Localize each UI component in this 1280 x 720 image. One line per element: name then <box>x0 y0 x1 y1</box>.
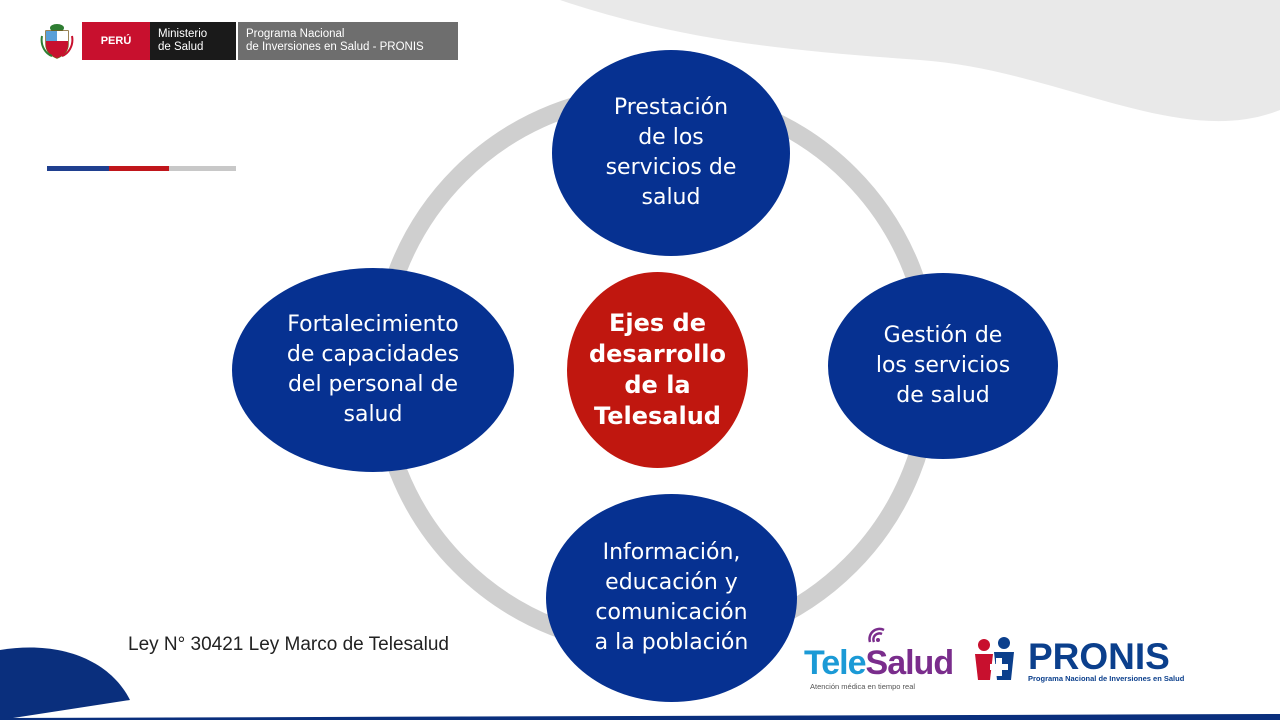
header-logos: PERÚ Ministerio de Salud Programa Nacion… <box>40 22 458 60</box>
people-icon <box>975 637 1014 680</box>
peru-label: PERÚ <box>82 22 150 60</box>
pronis-logo: PRONIS Programa Nacional de Inversiones … <box>972 636 1232 686</box>
bottom-node: Información, educación y comunicación a … <box>546 494 797 702</box>
ministry-line-2: de Salud <box>158 41 204 53</box>
pronis-wordmark: PRONIS <box>1028 636 1170 677</box>
top-node: Prestación de los servicios de salud <box>552 50 790 256</box>
accent-bar-red <box>109 166 169 171</box>
bottom-node-label: Información, educación y comunicación a … <box>594 540 749 655</box>
telesalud-wordmark: TeleSalud <box>804 644 955 683</box>
telesalud-word-b: Salud <box>865 644 955 682</box>
pronis-tagline: Programa Nacional de Inversiones en Salu… <box>1028 674 1185 683</box>
ministry-line-1: Ministerio <box>158 28 208 40</box>
signal-icon <box>868 627 885 643</box>
right-node-label: Gestión de los servicios de salud <box>875 323 1011 408</box>
telesalud-logo: TeleSalud Atención médica en tiempo real <box>804 622 954 694</box>
left-node-label: Fortalecimiento de capacidades del perso… <box>286 312 460 427</box>
accent-bar-gray <box>169 166 236 171</box>
coat-of-arms-icon <box>40 24 74 59</box>
center-node-label: Ejes de desarrollo de la Telesalud <box>588 309 727 430</box>
left-node: Fortalecimiento de capacidades del perso… <box>232 268 514 472</box>
ministry-label: Ministerio de Salud <box>150 22 236 60</box>
program-label: Programa Nacional de Inversiones en Salu… <box>238 22 458 60</box>
telesalud-tagline: Atención médica en tiempo real <box>810 682 916 691</box>
telesalud-word-a: Tele <box>804 644 867 682</box>
center-node: Ejes de desarrollo de la Telesalud <box>567 272 748 468</box>
top-node-label: Prestación de los servicios de salud <box>605 95 737 210</box>
law-reference: Ley N° 30421 Ley Marco de Telesalud <box>128 634 449 655</box>
program-line-2: de Inversiones en Salud - PRONIS <box>246 41 424 53</box>
right-node: Gestión de los servicios de salud <box>828 273 1058 459</box>
accent-bar-blue <box>47 166 109 171</box>
program-line-1: Programa Nacional <box>246 28 345 40</box>
